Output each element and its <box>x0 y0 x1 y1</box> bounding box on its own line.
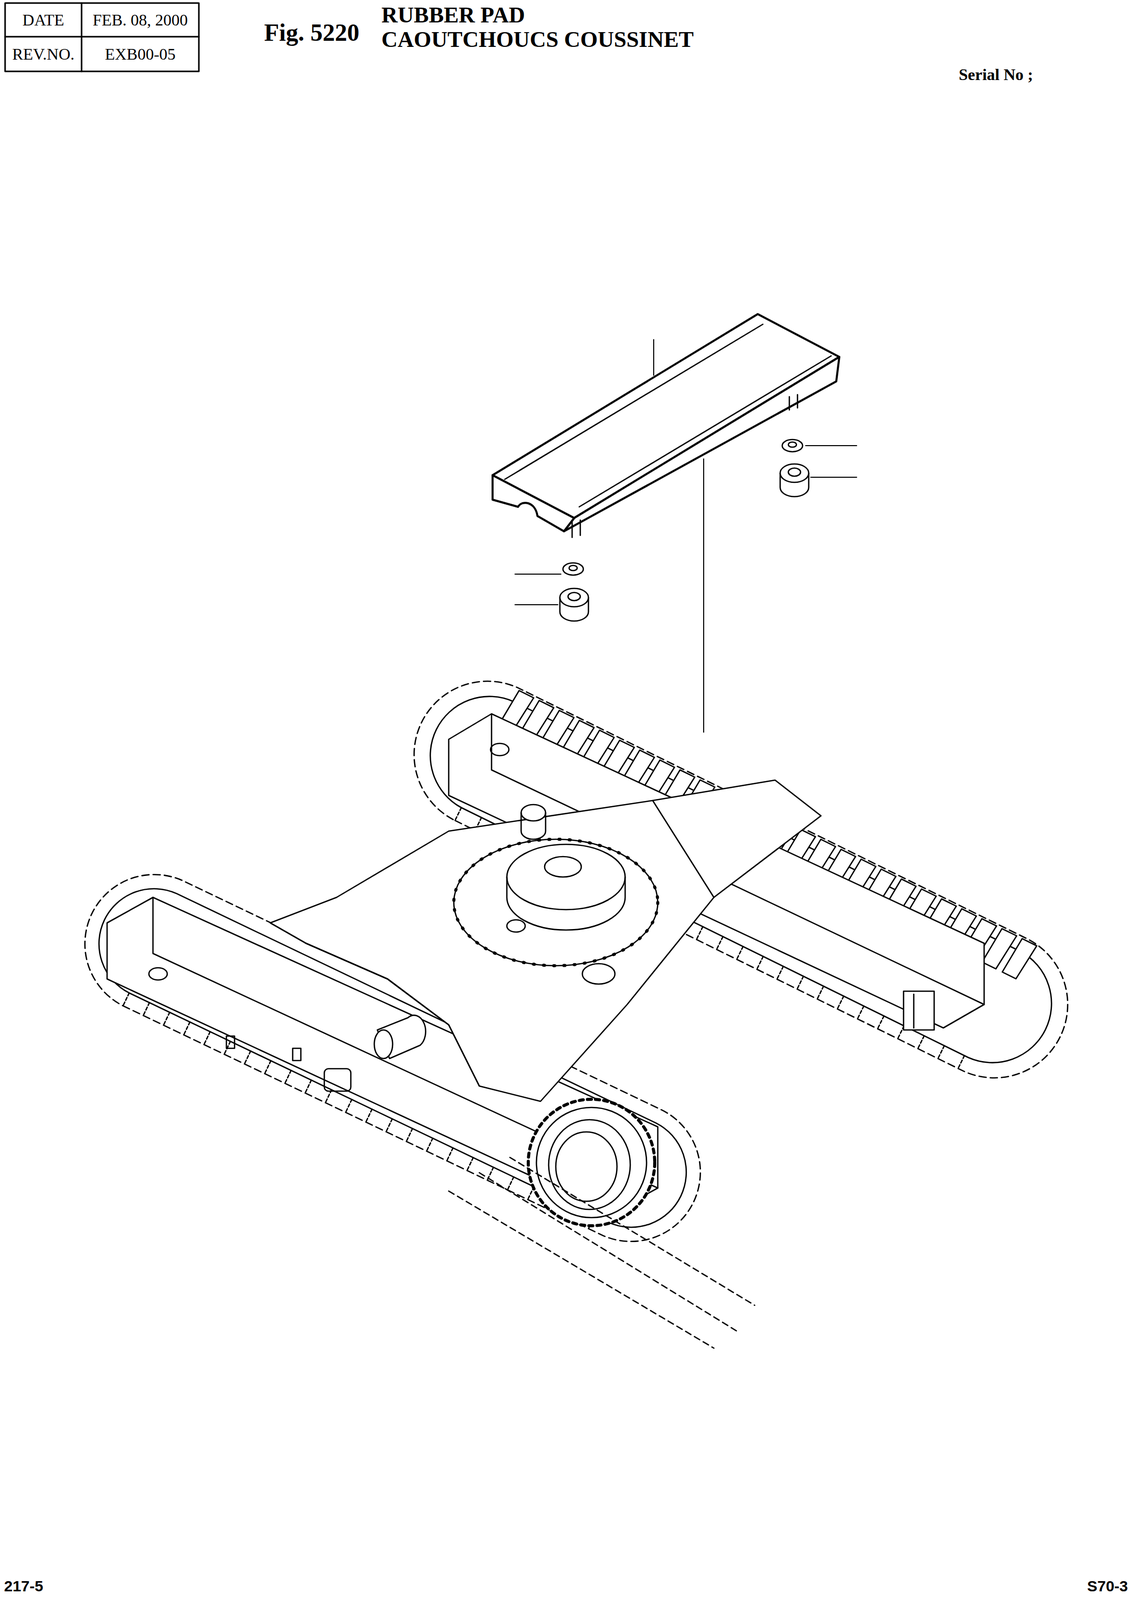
table-cell: EXB00-05 <box>81 36 199 72</box>
track-group <box>85 681 1068 1242</box>
sprocket <box>536 1107 647 1218</box>
page-reference: S70-3 <box>1087 1577 1128 1595</box>
travel-motor <box>548 1119 631 1210</box>
washer <box>569 565 578 571</box>
track-link <box>736 946 743 960</box>
pad-edge <box>504 324 763 480</box>
track-link <box>183 1021 190 1035</box>
nut <box>780 464 809 483</box>
frame-cover <box>324 1068 351 1092</box>
track-link <box>817 986 824 999</box>
track-link <box>507 1176 514 1190</box>
table-cell: REV.NO. <box>5 36 82 72</box>
track-link <box>203 1031 211 1045</box>
table-cell: FEB. 08, 2000 <box>81 3 199 37</box>
track-link <box>777 966 784 980</box>
boss <box>521 804 546 821</box>
header-table <box>5 3 199 72</box>
track-link <box>837 996 844 1010</box>
track-link <box>958 1055 965 1069</box>
track-link <box>406 1128 413 1142</box>
leader-lines <box>515 339 857 733</box>
frame-hole <box>490 743 509 756</box>
leader-line <box>703 458 705 733</box>
travel-motor <box>913 994 915 1028</box>
track-link <box>756 956 763 970</box>
leader-line <box>653 339 655 376</box>
leader-line <box>515 573 561 575</box>
track-link <box>366 1109 373 1122</box>
track-link <box>454 807 461 821</box>
washer <box>788 442 797 448</box>
track-link <box>857 1006 864 1019</box>
track-link <box>696 927 703 940</box>
frame-lug <box>226 1036 235 1049</box>
rubber-pad <box>492 314 840 532</box>
track-link <box>877 1016 884 1029</box>
boss <box>521 812 546 840</box>
table-cell: DATE <box>5 3 82 37</box>
track-link <box>122 992 130 1006</box>
center-frame <box>270 780 821 1102</box>
frame-hole <box>148 967 168 981</box>
track-link <box>716 936 723 950</box>
bearing-ring <box>506 877 626 931</box>
track-link <box>937 1045 944 1059</box>
nut <box>559 588 589 607</box>
figure-title: RUBBER PAD CAOUTCHOUCS COUSSINET <box>381 3 696 53</box>
frame-edge <box>305 943 480 1087</box>
frame-lug <box>292 1048 301 1061</box>
bearing-ring <box>506 844 626 910</box>
pad-top <box>492 314 840 519</box>
stud-bolt <box>789 394 798 410</box>
bearing-hole <box>506 919 526 933</box>
pad-edge <box>579 355 832 507</box>
washer <box>562 562 584 576</box>
track-link <box>467 1157 474 1171</box>
track-link <box>244 1050 251 1064</box>
leader-line <box>805 445 857 447</box>
swing-bearing <box>453 839 658 966</box>
page-reference: 217-5 <box>4 1577 44 1595</box>
track-link <box>426 1138 433 1151</box>
track-link <box>386 1118 393 1132</box>
leader-line <box>810 476 857 478</box>
page-reference: Serial No ; <box>958 65 1034 85</box>
stud-bolt <box>572 520 581 538</box>
track-link <box>143 1002 150 1016</box>
leader-line <box>515 604 558 606</box>
figure-number: Fig. 5220 <box>264 18 360 47</box>
track-link <box>917 1036 924 1049</box>
washer <box>782 439 803 452</box>
cylinder-pin <box>374 1030 393 1059</box>
track-link <box>163 1012 170 1025</box>
travel-motor <box>903 991 935 1031</box>
fasteners <box>559 394 809 622</box>
nut <box>788 468 801 477</box>
bearing-boss <box>582 963 615 985</box>
table-rule <box>5 36 199 38</box>
center-hole <box>544 856 582 878</box>
table-border <box>5 3 199 72</box>
nut <box>568 592 581 601</box>
pad-end <box>492 475 575 532</box>
track-link <box>796 976 804 990</box>
track-link <box>285 1070 292 1084</box>
track-link <box>345 1099 352 1113</box>
track-link <box>304 1079 312 1093</box>
tread-lug <box>1002 938 1038 980</box>
frame-edge <box>652 800 714 898</box>
track-link <box>446 1147 453 1161</box>
bolt-holes <box>453 839 658 966</box>
track-link <box>264 1060 271 1074</box>
pad-side <box>563 356 840 532</box>
track-outline <box>448 1157 755 1349</box>
